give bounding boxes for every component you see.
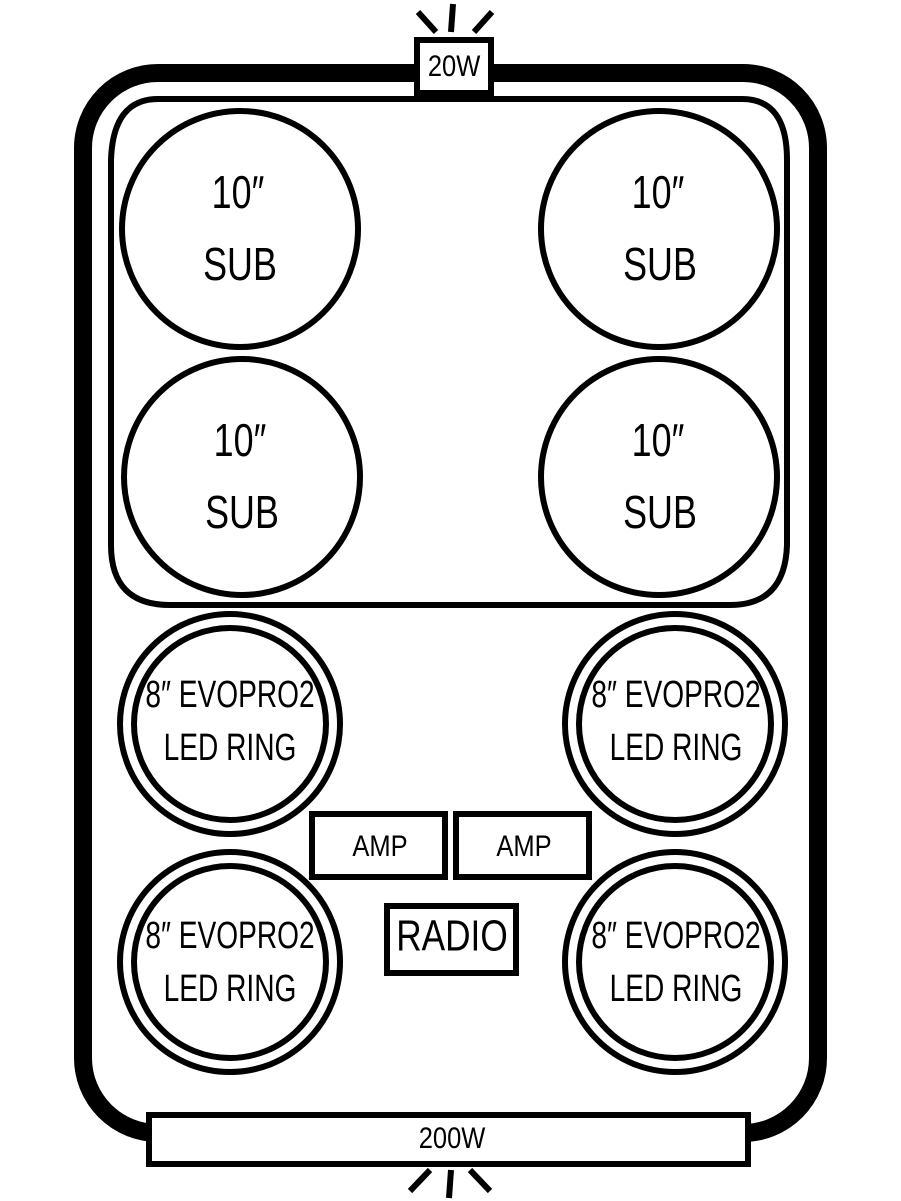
subwoofer-top-left: 10″ SUB: [119, 108, 361, 350]
subwoofer-label: SUB: [623, 487, 697, 538]
amp-right: AMP: [453, 811, 592, 880]
subwoofer-size: 10″: [632, 167, 685, 218]
subwoofer-circle: [538, 356, 780, 598]
radio-label: RADIO: [396, 912, 507, 961]
bottom-light-label: 200W: [419, 1121, 486, 1154]
top-light-rays: [415, 3, 495, 35]
radio: RADIO: [384, 903, 519, 976]
speaker-model: 8″ EVOPRO2: [591, 915, 760, 957]
amp-box: [309, 811, 448, 880]
amp-label: AMP: [496, 829, 551, 862]
speaker-inner-ring: [576, 625, 774, 823]
speaker-inner-ring: [576, 863, 774, 1061]
speaker-upper-left: 8″ EVOPRO2 LED RING: [117, 611, 343, 837]
amp-label: AMP: [352, 829, 407, 862]
bottom-light-box: [146, 1112, 751, 1167]
subwoofer-bottom-left: 10″ SUB: [121, 356, 363, 598]
top-light: 20W: [414, 37, 494, 96]
subwoofer-circle: [121, 356, 363, 598]
subwoofer-top-right: 10″ SUB: [538, 108, 780, 350]
bottom-light-rays: [407, 1167, 493, 1199]
subwoofer-label: SUB: [203, 239, 277, 290]
speaker-led-label: LED RING: [164, 727, 297, 769]
speaker-led-label: LED RING: [610, 727, 743, 769]
subwoofer-label: SUB: [205, 487, 279, 538]
speaker-upper-right: 8″ EVOPRO2 LED RING: [562, 611, 788, 837]
speaker-outer-ring: [562, 849, 788, 1075]
subwoofer-size: 10″: [632, 415, 685, 466]
speaker-inner-ring: [131, 625, 329, 823]
bottom-light: 200W: [146, 1112, 751, 1167]
speaker-model: 8″ EVOPRO2: [145, 915, 314, 957]
speaker-model: 8″ EVOPRO2: [145, 674, 314, 716]
speaker-model: 8″ EVOPRO2: [591, 674, 760, 716]
subwoofer-bottom-right: 10″ SUB: [538, 356, 780, 598]
top-light-label: 20W: [428, 49, 481, 82]
top-light-box: [414, 37, 494, 96]
subwoofer-size: 10″: [214, 415, 267, 466]
speaker-inner-ring: [131, 863, 329, 1061]
subwoofer-label: SUB: [623, 239, 697, 290]
subwoofer-circle: [119, 108, 361, 350]
subwoofer-size: 10″: [212, 167, 265, 218]
subwoofer-circle: [538, 108, 780, 350]
speaker-outer-ring: [562, 611, 788, 837]
amp-left: AMP: [309, 811, 448, 880]
subwoofer-box: [108, 96, 790, 608]
speaker-led-label: LED RING: [610, 968, 743, 1010]
amp-box: [453, 811, 592, 880]
speaker-outer-ring: [117, 611, 343, 837]
speaker-outer-ring: [117, 849, 343, 1075]
radio-box: [384, 903, 519, 976]
speaker-led-label: LED RING: [164, 968, 297, 1010]
speaker-lower-right: 8″ EVOPRO2 LED RING: [562, 849, 788, 1075]
speaker-lower-left: 8″ EVOPRO2 LED RING: [117, 849, 343, 1075]
